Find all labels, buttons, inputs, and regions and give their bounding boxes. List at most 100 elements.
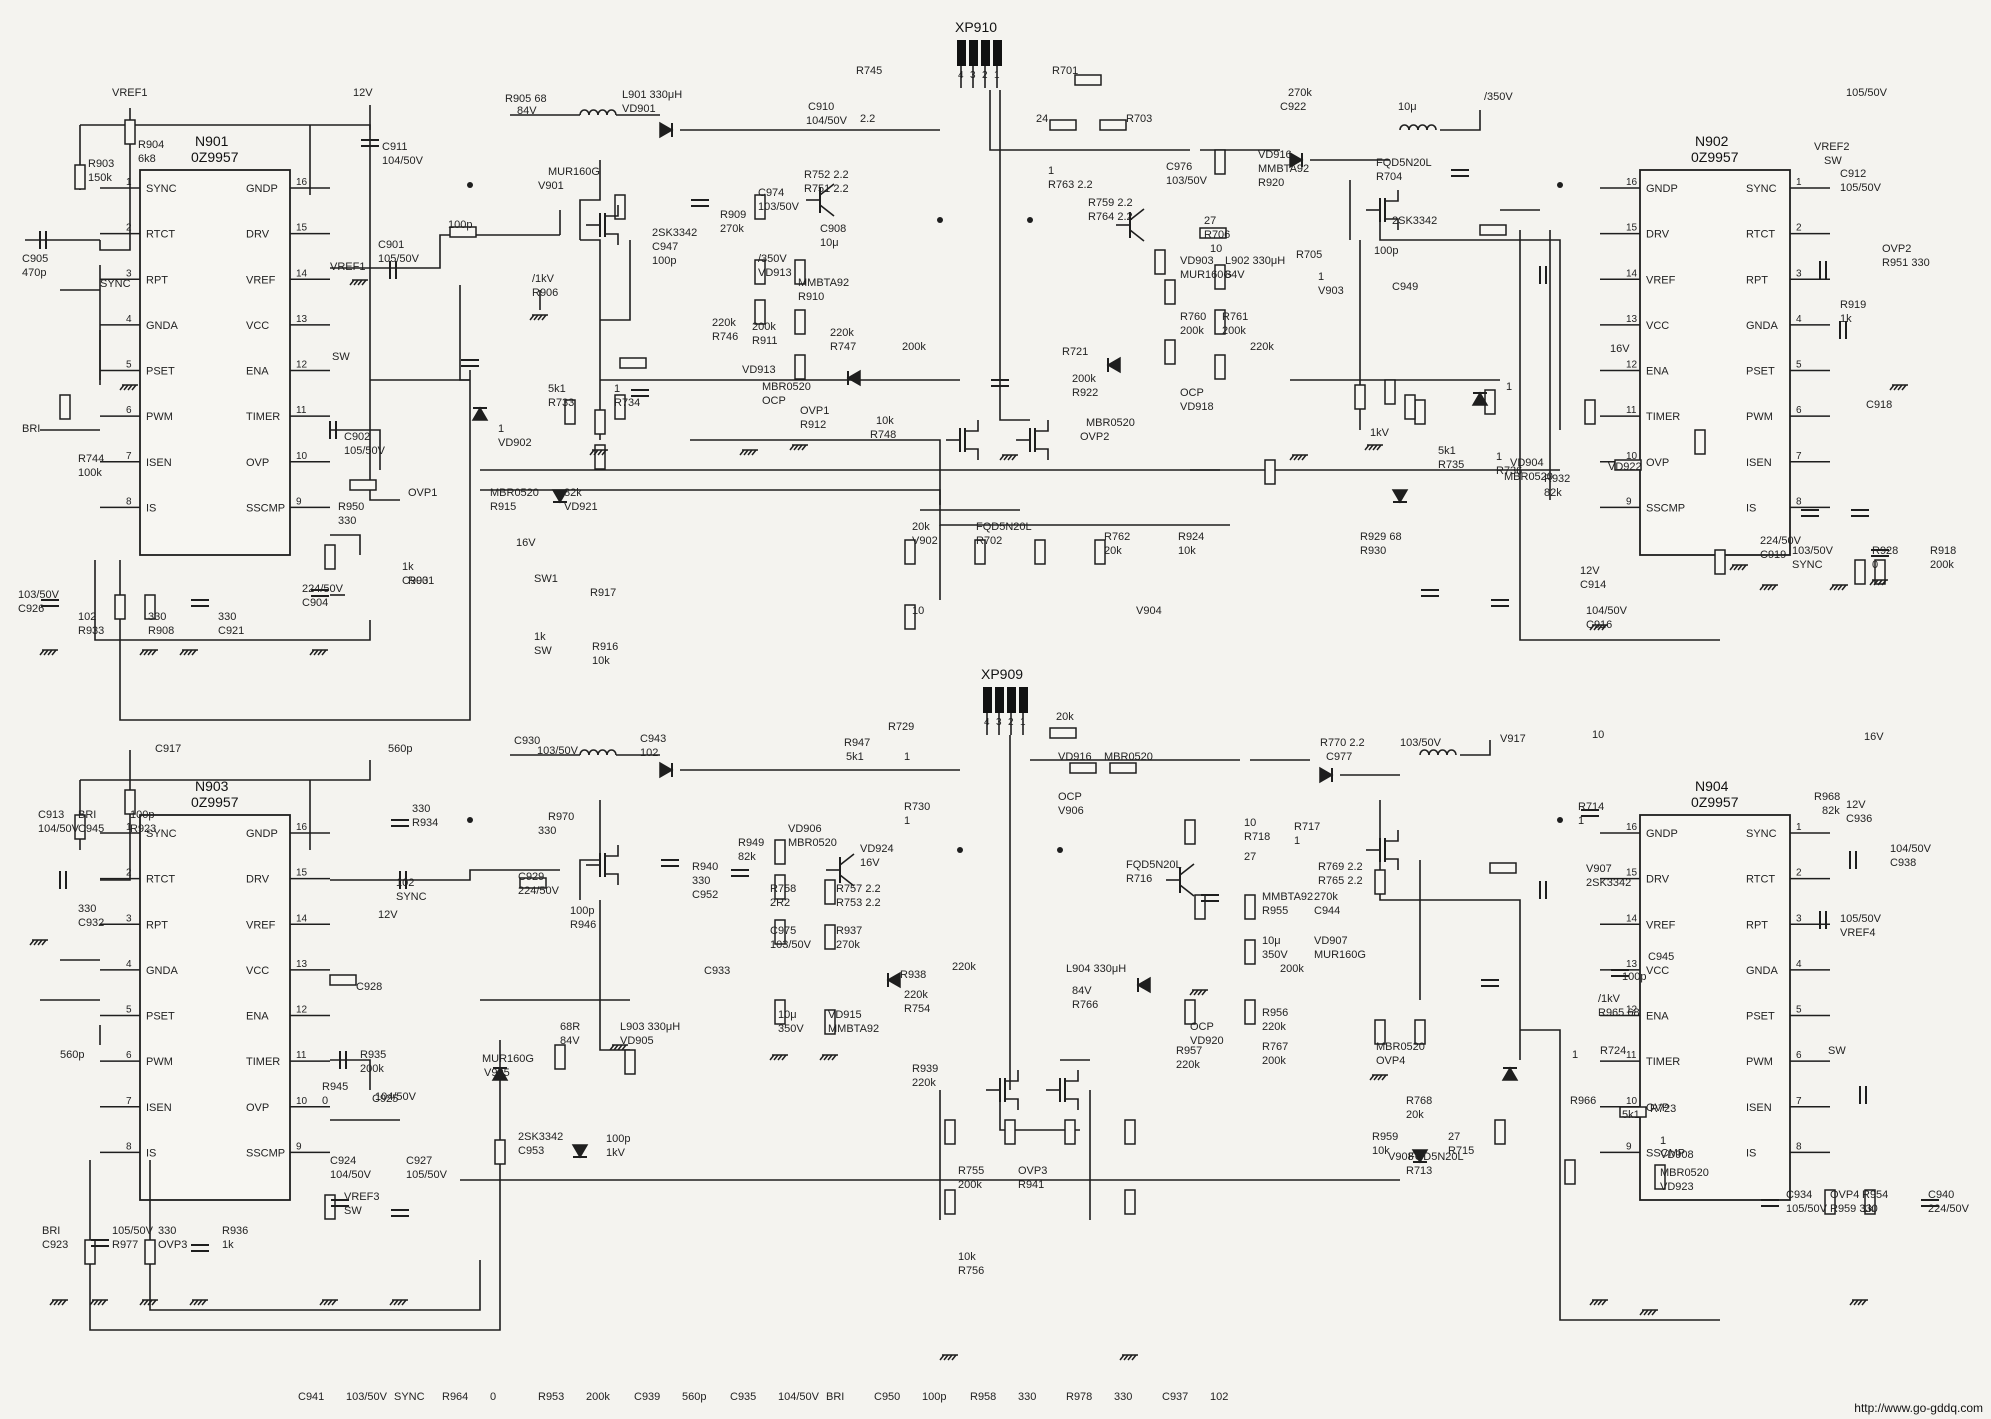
- component-label: 104/50V: [1586, 605, 1628, 617]
- resistor: [1004, 1119, 1016, 1145]
- wire: [989, 90, 1190, 151]
- component-label: 2R2: [770, 897, 790, 909]
- component-label: 1k: [222, 1239, 234, 1251]
- ground-symbol: [47, 649, 53, 656]
- component-label: OVP1: [800, 405, 829, 417]
- component-label: R957: [1176, 1045, 1202, 1057]
- inductor: [579, 109, 590, 116]
- component-label: SW: [332, 351, 350, 363]
- component-label: 16V: [1864, 731, 1884, 743]
- component-label: R767: [1262, 1041, 1288, 1053]
- ground-symbol: [317, 649, 323, 656]
- wire: [1385, 218, 1399, 230]
- ground-symbol: [201, 1299, 207, 1306]
- wire: [80, 760, 371, 781]
- component-label: 220k: [1262, 1021, 1286, 1033]
- component-label: R905 68: [505, 93, 547, 105]
- component-label: R909: [720, 209, 746, 221]
- ground-symbol: [1647, 1309, 1653, 1316]
- resistor: [754, 259, 766, 285]
- ground-symbol: [1589, 624, 1595, 631]
- wire: [605, 233, 619, 245]
- component-label: 10μ: [1262, 935, 1281, 947]
- ground-symbol: [1201, 989, 1207, 996]
- component-label: V902: [912, 535, 938, 547]
- resistor: [1154, 249, 1166, 275]
- pin-name: DRV: [1646, 229, 1670, 241]
- resistor: [84, 1239, 96, 1265]
- component-label: R938: [900, 969, 926, 981]
- component-label: SYNC: [396, 891, 427, 903]
- pin-number: 10: [1626, 1096, 1638, 1107]
- component-label: 2SK3342: [1392, 215, 1437, 227]
- resistor: [1854, 559, 1866, 585]
- ground-symbol: [827, 1054, 833, 1061]
- wire: [480, 489, 941, 505]
- component-label: C927: [406, 1155, 432, 1167]
- resistor: [519, 877, 547, 889]
- ground-symbol: [319, 1299, 325, 1306]
- component-label: 1: [1318, 271, 1324, 283]
- connector-pin: [969, 40, 978, 66]
- ground-symbol: [533, 314, 539, 321]
- component-label: 220k: [904, 989, 928, 1001]
- wire: [80, 124, 400, 501]
- resistor: [614, 194, 626, 220]
- ground-symbol: [147, 649, 153, 656]
- resistor: [1099, 119, 1127, 131]
- resistor: [144, 594, 156, 620]
- pin-number: 7: [1796, 1096, 1802, 1107]
- resistor: [1479, 224, 1507, 236]
- ground-symbol: [183, 649, 189, 656]
- pin-number: 9: [296, 496, 302, 507]
- component-label: R766: [1072, 999, 1098, 1011]
- pin-name: PSET: [1746, 366, 1775, 378]
- pin-name: GNDP: [1646, 828, 1678, 840]
- inductor: [1446, 749, 1457, 756]
- pin-name: RTCT: [146, 229, 175, 241]
- component-label: R730: [904, 801, 930, 813]
- component-label: R936: [222, 1225, 248, 1237]
- pin-number: 13: [296, 314, 308, 325]
- pin-name: OVP: [1646, 457, 1669, 469]
- resistor: [1614, 459, 1642, 471]
- component-label: 12V: [378, 909, 398, 921]
- component-label: 102: [78, 611, 96, 623]
- component-label: R903: [88, 158, 114, 170]
- ground-symbol: [1007, 454, 1013, 461]
- ic-reference: N903: [195, 778, 229, 794]
- resistor: [1164, 279, 1176, 305]
- pin-name: ISEN: [146, 457, 172, 469]
- resistor: [1414, 1019, 1426, 1045]
- inductor: [588, 109, 599, 116]
- component-label: R769 2.2: [1318, 861, 1363, 873]
- inductor: [579, 749, 590, 756]
- ground-symbol: [601, 449, 607, 456]
- component-label: 104/50V: [806, 115, 848, 127]
- pin-name: IS: [146, 1147, 156, 1159]
- inductor: [1417, 124, 1428, 131]
- component-label: R723: [1650, 1103, 1676, 1115]
- component-label: R757 2.2: [836, 883, 881, 895]
- component-label: 12V: [353, 87, 373, 99]
- component-label: C916: [1586, 619, 1612, 631]
- ground-symbol: [147, 1299, 153, 1306]
- ground-symbol: [1123, 1354, 1129, 1361]
- component-label: 560p: [60, 1049, 84, 1061]
- ground-symbol: [1372, 444, 1378, 451]
- component-label: R716: [1126, 873, 1152, 885]
- pin-number: 2: [1796, 868, 1802, 879]
- component-label: 220k: [1250, 341, 1274, 353]
- component-label: 104/50V: [1890, 843, 1932, 855]
- component-label: R941: [1018, 1179, 1044, 1191]
- component-label: C941: [298, 1391, 324, 1403]
- connector-label: XP910: [955, 19, 997, 35]
- component-label: 104/50V: [38, 823, 80, 835]
- component-label: L903 330μH: [620, 1021, 680, 1033]
- component-label: R919: [1840, 299, 1866, 311]
- pin-name: GNDA: [1746, 320, 1778, 332]
- wire: [99, 108, 131, 251]
- ground-symbol: [789, 444, 795, 451]
- component-label: C944: [1314, 905, 1340, 917]
